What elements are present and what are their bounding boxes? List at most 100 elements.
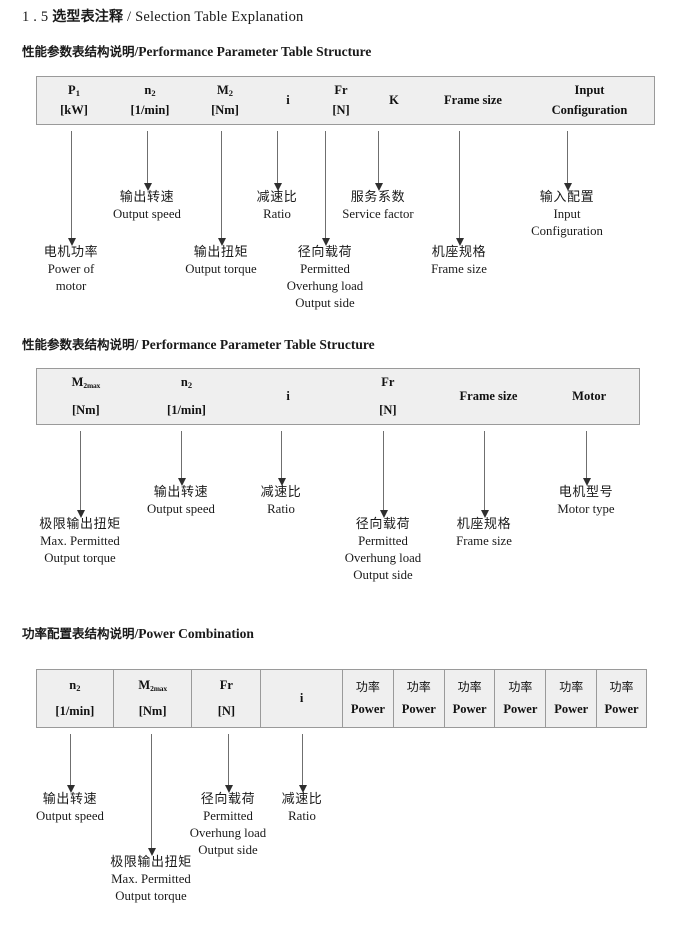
table1-col-fr: Fr [N] — [315, 77, 367, 124]
table3-col-power-2-cn: 功率 — [406, 679, 431, 694]
performance-parameter-table-2: M2max [Nm] n2 [1/min] i Fr [N] Frame siz… — [36, 368, 640, 425]
annotation-output-speed-3-en: Output speed — [36, 809, 104, 824]
annotation-overhung-load-1-en-3: Output side — [295, 295, 355, 310]
table3-col-power-4-cn: 功率 — [508, 679, 533, 694]
table2-col-m2max-subscript: 2max — [83, 380, 101, 390]
table3-col-power-5-en: Power — [554, 702, 589, 717]
page-title-separator: / — [127, 9, 132, 25]
annotation-overhung-load-2-cn: 径向载荷 — [355, 517, 411, 532]
arrow-table1-input-configuration — [563, 131, 572, 191]
annotation-max-output-torque-1-en-1: Max. Permitted — [40, 534, 120, 549]
arrow-table3-output-speed — [66, 734, 75, 793]
annotation-overhung-load-3-cn: 径向载荷 — [200, 792, 256, 807]
table3-col-fr-unit: [N] — [217, 703, 236, 718]
arrow-table1-overhung-load — [321, 131, 330, 246]
table1-col-p1: P1 [kW] — [37, 77, 111, 124]
section-3-heading: 功率配置表结构说明/Power Combination — [22, 623, 254, 642]
table2-col-m2max-unit: [Nm] — [71, 403, 100, 417]
table2-col-motor-label: Motor — [572, 388, 607, 403]
annotation-frame-size-1: 机座规格 Frame size — [431, 244, 487, 278]
table3-col-power-1: 功率 Power — [342, 670, 393, 727]
table3-col-fr-symbol: Fr — [219, 678, 233, 693]
annotation-motor-type-en: Motor type — [557, 502, 615, 517]
table1-col-n2-symbol: n — [144, 83, 152, 98]
table1-col-m2-subscript: 2 — [228, 88, 234, 99]
annotation-overhung-load-3-en-1: Permitted — [203, 809, 253, 824]
table1-col-m2: M2 [Nm] — [189, 77, 261, 124]
table2-col-motor: Motor — [539, 369, 639, 424]
annotation-power-of-motor: 电机功率 Power of motor — [44, 244, 98, 295]
table3-col-power-3: 功率 Power — [443, 670, 495, 727]
arrow-table1-frame-size — [455, 131, 464, 246]
annotation-max-output-torque-1: 极限输出扭矩 Max. Permitted Output torque — [39, 516, 121, 567]
power-combination-table: n2 [1/min] M2max [Nm] Fr [N] i 功率 Power … — [36, 669, 647, 728]
annotation-max-output-torque-1-en-2: Output torque — [44, 551, 116, 566]
table3-col-power-5-cn: 功率 — [559, 679, 584, 694]
table2-col-m2max-symbol: M — [71, 374, 84, 389]
table3-col-m2max: M2max [Nm] — [112, 670, 192, 727]
annotation-frame-size-2-en: Frame size — [456, 534, 512, 549]
table3-col-i-symbol: i — [299, 690, 304, 705]
annotation-overhung-load-3-en-3: Output side — [198, 842, 258, 857]
annotation-power-of-motor-cn: 电机功率 — [43, 245, 99, 260]
page-title: 1 . 5 选型表注释 / Selection Table Explanatio… — [22, 6, 304, 26]
annotation-overhung-load-1: 径向载荷 Permitted Overhung load Output side — [287, 244, 363, 312]
table1-col-n2: n2 [1/min] — [111, 77, 189, 124]
table3-col-i: i — [260, 670, 342, 727]
arrow-table1-service-factor — [374, 131, 383, 191]
annotation-overhung-load-1-en-2: Overhung load — [286, 279, 364, 294]
table3-col-power-4: 功率 Power — [494, 670, 545, 727]
annotation-motor-type: 电机型号 Motor type — [557, 484, 614, 518]
annotation-output-torque-en: Output torque — [185, 262, 257, 277]
annotation-output-speed-1: 输出转速 Output speed — [113, 189, 181, 223]
table1-col-k: K — [367, 77, 421, 124]
section-1-heading-cn: 性能参数表结构说明 — [22, 44, 135, 59]
table1-col-input-configuration-line1: Input — [574, 83, 605, 98]
table1-col-frame-size-label: Frame size — [444, 92, 502, 107]
annotation-overhung-load-1-cn: 径向载荷 — [297, 245, 353, 260]
annotation-service-factor-cn: 服务系数 — [350, 190, 406, 205]
section-2-heading-cn: 性能参数表结构说明 — [22, 337, 135, 352]
table1-col-p1-unit: [kW] — [60, 102, 88, 117]
annotation-output-torque-cn: 输出扭矩 — [193, 245, 249, 260]
arrow-table2-motor-type — [582, 431, 591, 486]
annotation-service-factor-en: Service factor — [342, 207, 414, 222]
table2-col-n2: n2 [1/min] — [135, 369, 239, 424]
annotation-input-configuration-en-2: Configuration — [531, 224, 603, 239]
annotation-max-output-torque-2-cn: 极限输出扭矩 — [110, 855, 192, 870]
table3-col-power-6: 功率 Power — [596, 670, 646, 727]
table3-col-power-2-en: Power — [401, 702, 436, 717]
table3-col-m2max-unit: [Nm] — [138, 703, 167, 718]
section-3-heading-cn: 功率配置表结构说明 — [22, 626, 135, 641]
table1-col-p1-symbol: P — [68, 83, 76, 98]
arrow-table2-ratio — [277, 431, 286, 486]
page-title-cn: 选型表注释 — [52, 9, 124, 25]
table3-col-power-6-en: Power — [604, 702, 639, 717]
section-2-heading-sep: / — [134, 337, 139, 352]
annotation-power-of-motor-en-1: Power of — [47, 262, 95, 277]
annotation-frame-size-1-en: Frame size — [431, 262, 487, 277]
annotation-overhung-load-3-en-2: Overhung load — [189, 826, 267, 841]
table1-col-frame-size: Frame size — [421, 77, 525, 124]
annotation-overhung-load-2-en-1: Permitted — [358, 534, 408, 549]
annotation-input-configuration-en-1: Input — [553, 207, 581, 222]
table3-col-n2-unit: [1/min] — [55, 703, 95, 718]
page-title-en: Selection Table Explanation — [135, 9, 304, 25]
annotation-output-speed-3: 输出转速 Output speed — [36, 791, 104, 825]
arrow-table3-max-output-torque — [147, 734, 156, 856]
table1-col-n2-subscript: 2 — [151, 88, 156, 99]
section-3-heading-sep: / — [134, 626, 139, 641]
table3-col-n2: n2 [1/min] — [37, 670, 113, 727]
annotation-overhung-load-2-en-2: Overhung load — [344, 551, 422, 566]
annotation-output-speed-1-cn: 输出转速 — [119, 190, 175, 205]
section-1-heading-sep: / — [134, 44, 139, 59]
table3-col-power-5: 功率 Power — [545, 670, 596, 727]
annotation-output-speed-1-en: Output speed — [113, 207, 181, 222]
arrow-table2-frame-size — [480, 431, 489, 518]
annotation-ratio-3-cn: 减速比 — [281, 792, 323, 807]
table1-col-m2-unit: [Nm] — [211, 102, 239, 117]
table1-col-fr-symbol: Fr — [334, 83, 348, 98]
table3-col-power-3-cn: 功率 — [457, 679, 482, 694]
annotation-input-configuration: 输入配置 Input Configuration — [531, 189, 603, 240]
